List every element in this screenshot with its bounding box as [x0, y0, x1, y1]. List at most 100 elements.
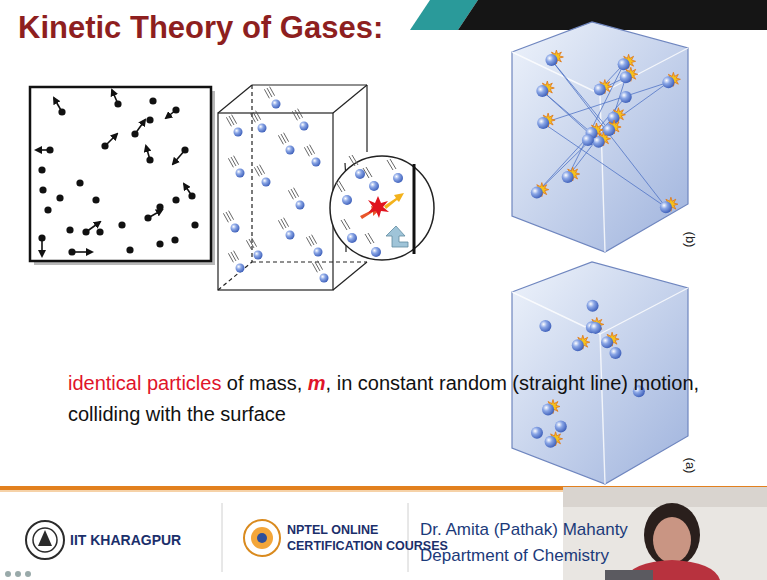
motion-trail: [368, 233, 374, 243]
gas-particle: [609, 347, 621, 359]
gas-particle: [149, 97, 156, 104]
motion-trail: [344, 219, 350, 229]
gas-particle: [66, 226, 73, 233]
motion-trail: [387, 160, 393, 170]
gas-particle: [555, 420, 567, 432]
gas-particle: [156, 203, 163, 210]
presenter-video-part: [563, 487, 767, 507]
motion-trail: [298, 109, 303, 118]
gas-particle: [300, 122, 309, 131]
variable-symbol: m: [308, 372, 326, 394]
cube-edge: [512, 52, 600, 94]
motion-trail: [310, 145, 315, 154]
gas-particle: [542, 403, 554, 415]
gas-particle: [371, 247, 381, 257]
gas-particle: [660, 201, 672, 213]
gas-particle: [536, 85, 548, 97]
gas-particle: [286, 231, 295, 240]
gas-particle: [262, 178, 271, 187]
footer-icons-part: [5, 571, 11, 577]
velocity-arrow: [112, 90, 118, 104]
iit-logo-part: [33, 528, 57, 552]
gas-particle: [369, 181, 379, 191]
presenter-video-part: [653, 517, 691, 563]
gas-particle: [254, 251, 263, 260]
motion-trail: [229, 211, 234, 220]
gas-particle: [234, 128, 243, 137]
gas-container-cube-part: [218, 85, 252, 113]
cube-face: [512, 22, 688, 252]
gas-particle: [56, 194, 63, 201]
footer-icons: [5, 571, 31, 577]
particle-path: [542, 91, 591, 133]
gas-particle: [393, 173, 403, 183]
gas-particle: [286, 146, 295, 155]
motion-trail: [256, 111, 261, 120]
footer-band-part: [222, 503, 223, 572]
velocity-arrow: [36, 149, 50, 151]
cube-edge: [600, 288, 688, 334]
header-band-part: [458, 0, 767, 30]
gas-container-cube-part: [366, 85, 367, 152]
motion-trail: [284, 133, 289, 142]
gas-container-cube-part: [252, 84, 367, 85]
gas-particle: [39, 186, 46, 193]
iit-logo-part: [26, 521, 64, 559]
zoom-circle: [330, 155, 434, 260]
gas-container-cube-part: [333, 85, 367, 113]
velocity-arrow: [146, 146, 150, 160]
particle-path: [588, 82, 668, 140]
motion-trail: [365, 234, 371, 244]
footer-band-part: [408, 503, 409, 572]
velocity-arrow: [135, 120, 145, 134]
description-text: identical particlesof mass,m, in constan…: [68, 368, 718, 430]
motion-trail: [339, 181, 345, 191]
motion-trail: [352, 155, 358, 165]
iit-logo-part: [38, 530, 52, 546]
gas-particle: [620, 91, 632, 103]
motion-trail: [341, 220, 347, 230]
gas-particle: [603, 124, 615, 136]
gas-particle: [545, 54, 557, 66]
zoom-circle-part: [368, 196, 389, 218]
gas-particle: [156, 240, 163, 247]
cube-edge: [600, 48, 688, 94]
motion-trail: [284, 218, 289, 227]
gas-particle: [587, 300, 599, 312]
gas-particle: [76, 179, 83, 186]
figure-label: (a): [683, 458, 698, 474]
velocity-arrow: [72, 251, 92, 253]
gas-particle: [126, 246, 133, 253]
zoom-circle-part: [384, 193, 404, 209]
gas-particle: [118, 221, 125, 228]
particle-path: [551, 60, 665, 207]
gas-particle: [618, 58, 630, 70]
gas-container-cube-part: [333, 262, 367, 290]
gas-particle: [96, 228, 103, 235]
gas-container-cube-part: [218, 262, 252, 290]
motion-trail: [260, 165, 265, 174]
gas-particle: [537, 117, 549, 129]
slide-title: Kinetic Theory of Gases:: [18, 10, 383, 46]
gas-particle: [545, 436, 557, 448]
velocity-arrow: [166, 110, 176, 118]
description-text: of mass,: [227, 372, 303, 394]
motion-trail: [312, 235, 317, 244]
zoom-circle-part: [413, 164, 416, 254]
presenter-video-part: [644, 503, 700, 567]
velocity-arrow: [184, 184, 192, 196]
gas-particle: [562, 171, 574, 183]
gas-particle: [347, 233, 357, 243]
gas-particle: [594, 84, 606, 96]
motion-trail: [390, 159, 396, 169]
gas-particle: [531, 427, 543, 439]
gas-particle: [590, 322, 602, 334]
gas-particle: [312, 158, 321, 167]
gas-particle: [171, 236, 178, 243]
gas-particle: [258, 124, 267, 133]
gas-particle: [236, 169, 245, 178]
gas-particle: [320, 274, 329, 283]
velocity-arrow: [105, 134, 117, 146]
gas-particle: [342, 195, 352, 205]
